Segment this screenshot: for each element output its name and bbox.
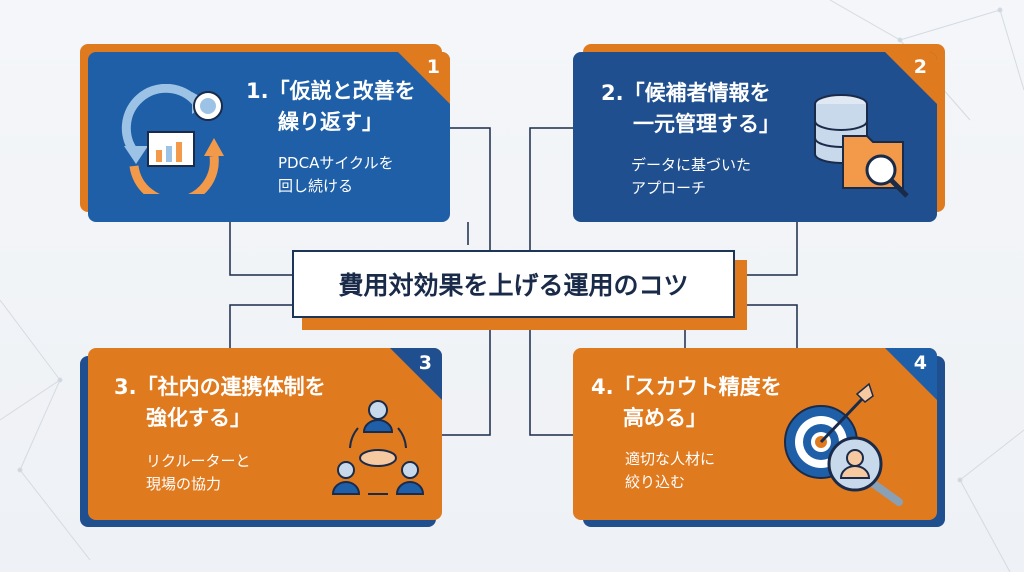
badge-number: 2 <box>913 56 927 78</box>
database-folder-icon <box>814 94 909 198</box>
teamwork-handshake-icon <box>331 400 425 495</box>
card-4-title-line2: 高める」 <box>623 406 707 430</box>
card-4-title-line1: 4.「スカウト精度を <box>591 375 782 399</box>
card-1-title-line1: 1.「仮説と改善を <box>246 79 416 103</box>
card-4-sub-line1: 適切な人材に <box>625 450 716 468</box>
card-3: 3 3.「社内の連携体制を強化する」 リクルーターと現場の協力 <box>88 348 442 520</box>
badge-number: 3 <box>418 352 432 374</box>
badge-corner <box>390 348 442 400</box>
card-3-sub-line2: 現場の協力 <box>146 475 222 493</box>
card-4: 4 4.「スカウト精度を高める」 適切な人材に絞り込む <box>573 348 937 520</box>
card-2: 2 2.「候補者情報を一元管理する」 データに基づいたアプローチ <box>573 52 937 222</box>
card-2-sub-line1: データに基づいた <box>631 156 752 174</box>
card-3-sub-line1: リクルーターと <box>146 452 251 470</box>
card-2-title-line1: 2.「候補者情報を <box>601 81 771 105</box>
card-1-title-line2: 繰り返す」 <box>278 110 383 134</box>
card-4-sub-line2: 絞り込む <box>625 473 686 491</box>
card-1-sub-line1: PDCAサイクルを <box>278 154 394 172</box>
badge-corner <box>885 348 937 400</box>
card-2-title-line2: 一元管理する」 <box>633 112 780 136</box>
badge-corner <box>885 52 937 104</box>
card-1: 1 1.「仮説と改善を繰り返す」 PDCAサイクルを回し続ける <box>88 52 450 222</box>
target-search-icon <box>784 382 903 506</box>
badge-number: 1 <box>426 56 440 78</box>
pdca-cycle-icon <box>121 84 224 194</box>
card-1-sub-line2: 回し続ける <box>278 177 354 195</box>
badge-corner <box>398 52 450 104</box>
badge-number: 4 <box>913 352 927 374</box>
card-3-title-line2: 強化する」 <box>146 406 251 430</box>
card-3-title-line1: 3.「社内の連携体制を <box>114 375 326 399</box>
center-title: 費用対効果を上げる運用のコツ <box>292 250 735 318</box>
card-2-sub-line2: アプローチ <box>631 179 707 197</box>
